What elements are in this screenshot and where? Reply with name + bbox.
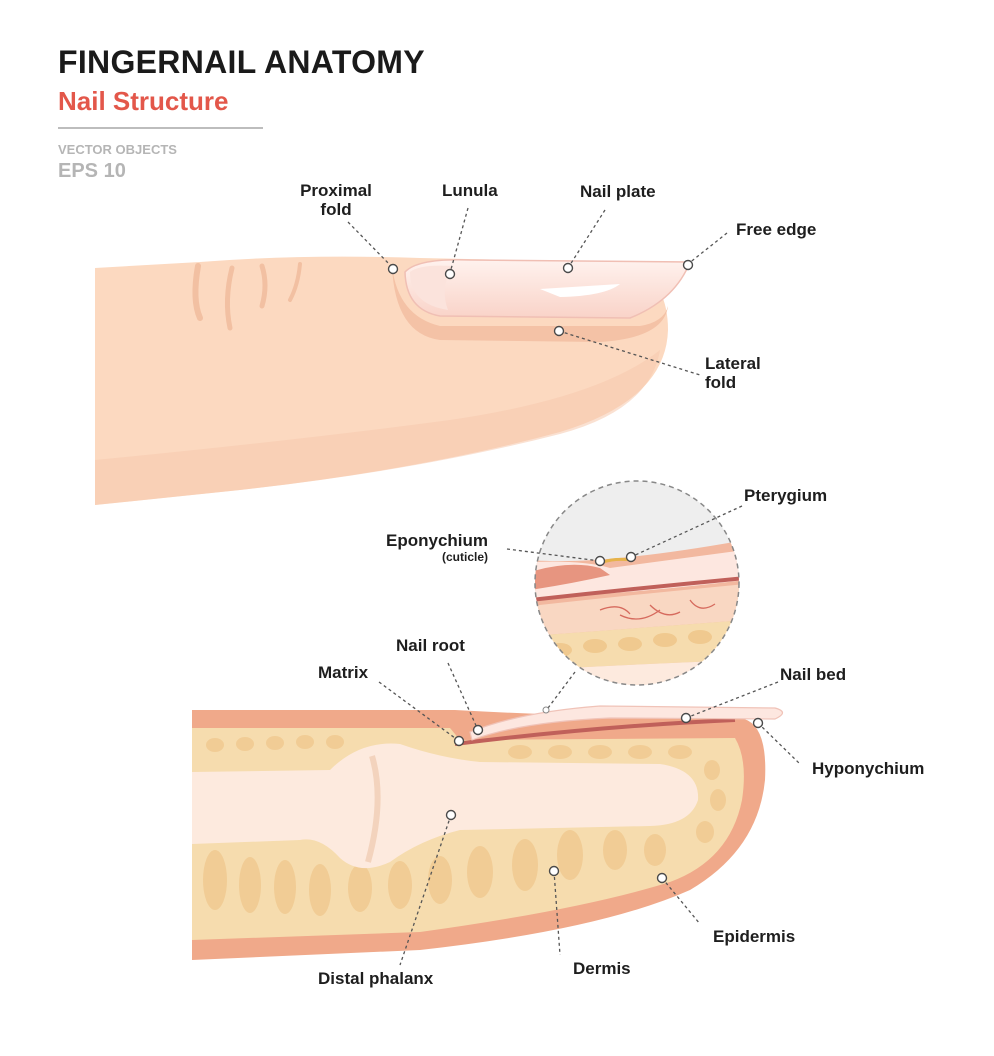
dermis-fat-lobules xyxy=(203,735,726,916)
matrix-marker xyxy=(453,735,465,747)
lateral-fold-marker xyxy=(553,325,565,337)
eponychium-marker xyxy=(594,555,606,567)
proximal-fold-label-line1: Proximal xyxy=(300,181,372,200)
vector-objects-caption: VECTOR OBJECTS xyxy=(58,142,177,157)
nail-plate-section xyxy=(469,705,784,741)
marker-dots xyxy=(387,259,764,884)
epidermis-label: Epidermis xyxy=(713,927,796,946)
free-edge-marker xyxy=(682,259,694,271)
distal-phalanx-bone xyxy=(192,743,699,869)
lunula-label: Lunula xyxy=(442,181,498,200)
nail-root-label: Nail root xyxy=(396,636,465,655)
pterygium-marker xyxy=(625,551,637,563)
diagram-title: FINGERNAIL ANATOMY xyxy=(58,44,425,80)
nail-plate-marker xyxy=(562,262,574,274)
proximal-fold-label: Proximal fold xyxy=(290,181,382,219)
dermis-label: Dermis xyxy=(573,959,631,978)
top-finger-external-view xyxy=(95,256,692,505)
proximal-fold-marker xyxy=(387,263,399,275)
lateral-fold-label: Lateral fold xyxy=(705,354,761,392)
proximal-fold-label-line2: fold xyxy=(320,200,352,219)
nail-plate-label: Nail plate xyxy=(580,182,656,201)
nail-bed-line xyxy=(454,718,736,746)
finger-skin xyxy=(95,256,668,505)
nail-root-marker xyxy=(472,724,484,736)
dermis-marker xyxy=(548,865,560,877)
pterygium-label: Pterygium xyxy=(744,486,828,505)
eps-version-caption: EPS 10 xyxy=(58,160,126,182)
nail-bed-label: Nail bed xyxy=(780,665,847,684)
bottom-finger-cross-section xyxy=(192,705,784,960)
lateral-fold-shape xyxy=(392,266,668,342)
finger-underside-shade xyxy=(95,350,660,505)
free-edge-label: Free edge xyxy=(736,220,817,239)
knuckle-crease-4 xyxy=(288,262,302,302)
distal-phalanx-label: Distal phalanx xyxy=(318,969,434,988)
lateral-fold-label-line1: Lateral xyxy=(705,354,761,373)
magnified-eponychium-detail xyxy=(534,480,740,714)
hyponychium-marker xyxy=(752,717,764,729)
matrix-label: Matrix xyxy=(318,663,369,682)
epidermis-marker xyxy=(656,872,668,884)
phalanx-joint-line xyxy=(365,755,381,863)
nail-bed-marker xyxy=(680,712,692,724)
lunula-marker xyxy=(444,268,456,280)
hyponychium-label: Hyponychium xyxy=(812,759,925,778)
diagram-subtitle: Nail Structure xyxy=(58,86,229,116)
eponychium-label: Eponychium xyxy=(386,531,489,550)
knuckle-crease-1 xyxy=(192,263,203,321)
knuckle-crease-2 xyxy=(224,265,235,331)
lunula-shape xyxy=(410,265,452,310)
lateral-fold-label-line2: fold xyxy=(705,373,737,392)
knuckle-crease-3 xyxy=(259,263,268,309)
distal-phalanx-marker xyxy=(445,809,457,821)
title-divider xyxy=(58,127,263,129)
leader-lines xyxy=(347,207,801,966)
nail-plate-highlight xyxy=(540,284,620,297)
eponychium-cuticle-note: (cuticle) xyxy=(442,550,489,564)
